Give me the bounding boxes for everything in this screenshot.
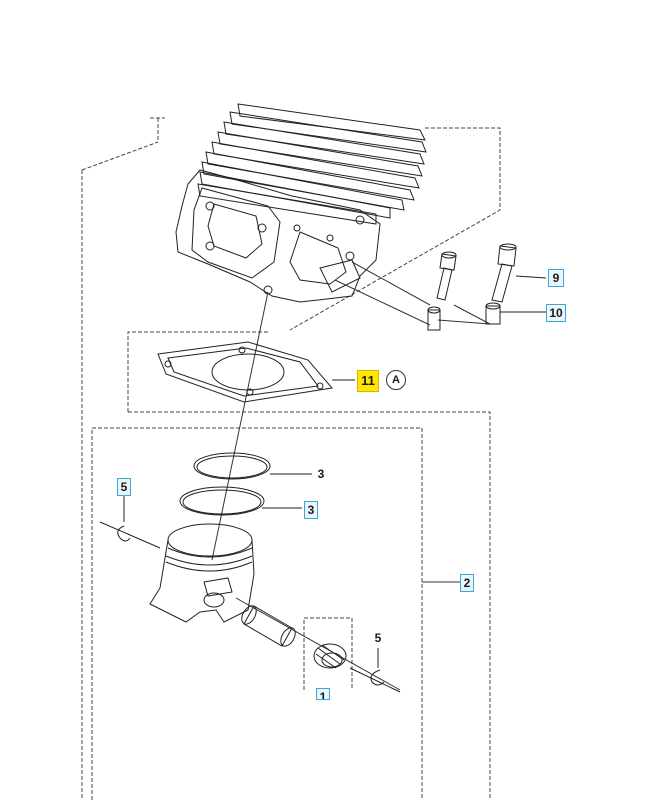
callout-3-top[interactable]: 3 xyxy=(317,467,325,481)
bolt-short-drawing xyxy=(436,251,457,301)
pin-axis-line xyxy=(235,597,401,691)
bushing-left-drawing xyxy=(427,306,441,331)
piston-rings-drawing xyxy=(179,452,312,516)
cylinder-drawing xyxy=(175,103,427,303)
wrist-pin-drawing xyxy=(241,605,296,647)
piston-kit-frame xyxy=(91,427,423,800)
gasket-frame xyxy=(127,331,491,800)
piston-drawing xyxy=(149,523,255,623)
callout-5-left[interactable]: 5 xyxy=(117,478,131,496)
callout-9[interactable]: 9 xyxy=(548,269,564,287)
bolt-long-drawing xyxy=(491,243,547,303)
gasket-drawing xyxy=(157,341,355,403)
cylinder-group-frame xyxy=(81,117,501,800)
assembly-lines xyxy=(211,261,491,561)
callout-11[interactable]: 11 xyxy=(357,370,379,392)
bushing-right-drawing xyxy=(485,302,546,325)
needle-bearing-drawing xyxy=(313,643,347,669)
circlip-left-drawing xyxy=(99,494,161,549)
callout-a[interactable]: A xyxy=(386,370,406,390)
callout-3-bottom[interactable]: 3 xyxy=(304,501,318,519)
callout-1[interactable]: 1 xyxy=(316,688,330,700)
circlip-right-drawing xyxy=(349,648,401,693)
bearing-frame xyxy=(303,617,353,690)
callout-2[interactable]: 2 xyxy=(460,574,474,592)
callout-5-right[interactable]: 5 xyxy=(374,631,382,645)
callout-10[interactable]: 10 xyxy=(546,304,566,322)
